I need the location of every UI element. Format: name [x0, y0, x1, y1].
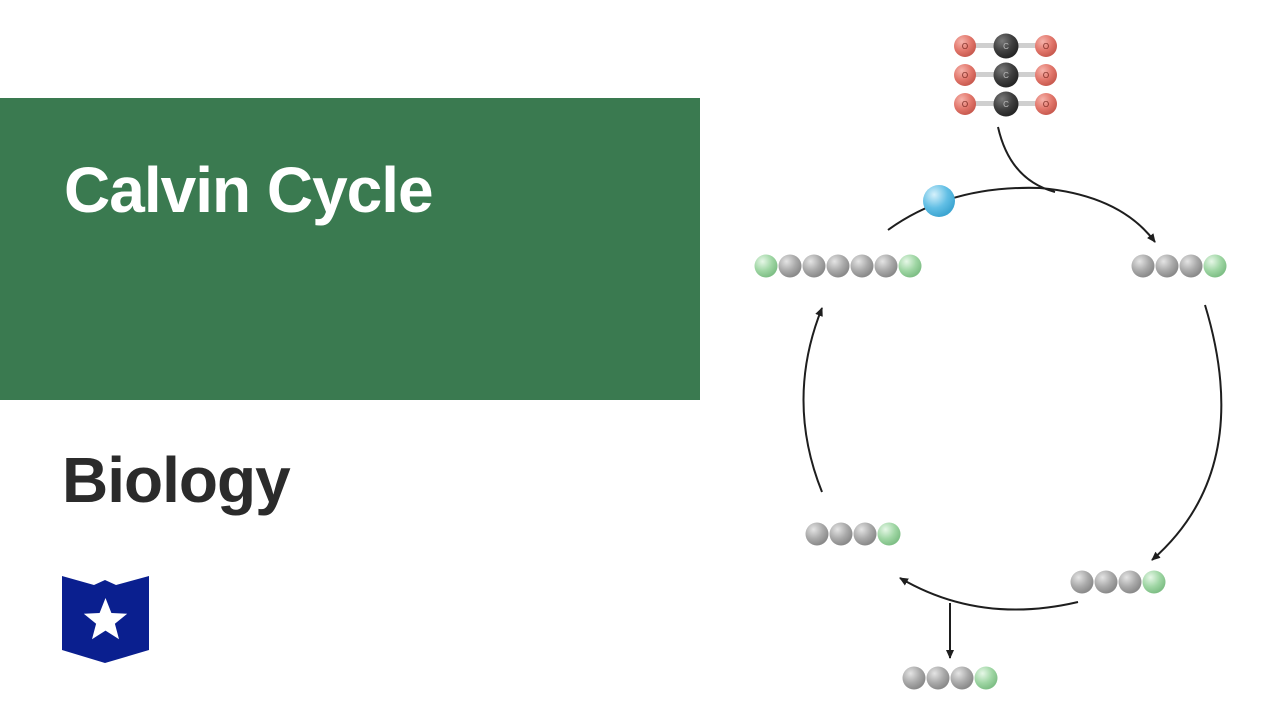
carbon-atom-label: C	[1003, 42, 1009, 51]
three-carbon-molecule	[1070, 570, 1166, 594]
atp-molecule	[923, 185, 955, 217]
rubp-molecule	[754, 254, 922, 278]
star-book-icon	[62, 576, 149, 663]
co2-molecule: O C O	[954, 33, 1057, 59]
title-banner	[0, 98, 700, 400]
oxygen-atom-label: O	[962, 42, 968, 51]
bottom-arc-arrow	[899, 577, 1079, 611]
calvin-cycle-diagram: O C O O C O O C O	[754, 33, 1227, 690]
output-molecule	[902, 666, 998, 690]
subject-label: Biology	[62, 444, 291, 516]
right-arc-arrow	[1151, 304, 1223, 561]
co2-molecule: O C O	[954, 62, 1057, 88]
three-carbon-molecule	[805, 522, 901, 546]
co2-entry-arrow	[997, 126, 1056, 193]
three-carbon-molecule	[1131, 254, 1227, 278]
oxygen-atom-label: O	[1043, 71, 1049, 80]
co2-molecules: O C O O C O O C O	[954, 33, 1057, 117]
cycle-arrows	[802, 126, 1223, 659]
carbon-atom-label: C	[1003, 71, 1009, 80]
oxygen-atom-label: O	[1043, 42, 1049, 51]
oxygen-atom-label: O	[962, 100, 968, 109]
oxygen-atom-label: O	[962, 71, 968, 80]
left-arc-arrow	[802, 307, 823, 493]
carbon-atom-label: C	[1003, 100, 1009, 109]
page-title: Calvin Cycle	[64, 154, 434, 226]
co2-molecule: O C O	[954, 91, 1057, 117]
oxygen-atom-label: O	[1043, 100, 1049, 109]
